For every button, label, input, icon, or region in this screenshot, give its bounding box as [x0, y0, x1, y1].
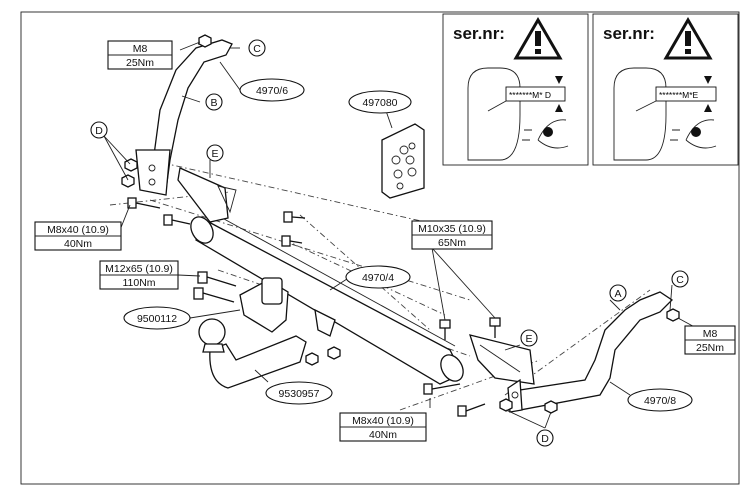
- crossbar-tube: [190, 213, 464, 385]
- bolt-m8x40-left: [127, 197, 161, 209]
- svg-text:A: A: [614, 288, 621, 300]
- svg-text:C: C: [676, 274, 684, 286]
- serial-plate: *******M*E: [635, 76, 717, 112]
- warning-heading: ser.nr:: [603, 24, 655, 43]
- svg-text:65Nm: 65Nm: [438, 237, 466, 249]
- bolt-m8x40-bottom-2: [457, 403, 486, 417]
- warning-heading: ser.nr:: [453, 24, 505, 43]
- svg-text:M8: M8: [133, 43, 148, 55]
- spec-box-m8x40-left: M8x40 (10.9) 40Nm: [34, 221, 122, 251]
- bolt-m10-2: [281, 235, 303, 247]
- electrical-kit-icon: [381, 123, 425, 199]
- eye-icon: [670, 119, 717, 149]
- warning-panel-1: ser.nr: *******M* D: [442, 13, 589, 166]
- part-label-ball-holder: 9500112: [123, 306, 191, 330]
- nut-towball-1: [305, 352, 319, 366]
- warning-panel-2: ser.nr: *******M*E: [592, 13, 739, 166]
- part-label-electrical-kit: 497080: [348, 90, 412, 114]
- svg-text:4970/4: 4970/4: [362, 272, 394, 284]
- nut-d-right-1: [499, 398, 513, 412]
- spec-box-m8-right: M8 25Nm: [684, 325, 736, 355]
- bolt-m10-4: [489, 317, 501, 338]
- spec-box-m10x35: M10x35 (10.9) 65Nm: [411, 220, 493, 250]
- svg-text:4970/6: 4970/6: [256, 85, 288, 97]
- callout-d-right: D: [536, 429, 554, 447]
- svg-text:M8x40 (10.9): M8x40 (10.9): [352, 415, 414, 427]
- svg-text:110Nm: 110Nm: [122, 277, 155, 289]
- svg-text:4970/8: 4970/8: [644, 395, 676, 407]
- svg-text:497080: 497080: [362, 97, 397, 109]
- svg-text:M8x40 (10.9): M8x40 (10.9): [47, 224, 109, 236]
- crossbar-left-plate: [177, 167, 237, 223]
- warning-triangle-icon: [513, 17, 563, 60]
- bolt-m10-3: [439, 319, 451, 340]
- svg-text:D: D: [95, 125, 103, 137]
- tow-ball: [198, 318, 307, 389]
- serial-plate: *******M* D: [487, 76, 566, 112]
- nut-d-right-2: [544, 400, 558, 414]
- spec-box-m8x40-bottom: M8x40 (10.9) 40Nm: [339, 412, 427, 442]
- serial-code: *******M* D: [509, 90, 551, 100]
- left-side-bracket: [135, 39, 233, 196]
- part-label-tow-ball: 9530957: [265, 381, 333, 405]
- bolt-m10-1: [283, 211, 306, 223]
- callout-e-right: E: [520, 329, 538, 347]
- svg-text:B: B: [210, 97, 217, 109]
- spec-box-m12x65: M12x65 (10.9) 110Nm: [99, 260, 179, 290]
- part-label-crossbar: 4970/4: [345, 265, 411, 289]
- ball-holder-plate: [239, 277, 336, 337]
- tow-ball-outline-icon: [467, 67, 521, 161]
- part-label-right-bracket: 4970/8: [627, 388, 693, 412]
- svg-text:M10x35 (10.9): M10x35 (10.9): [418, 223, 486, 235]
- svg-text:25Nm: 25Nm: [126, 57, 154, 69]
- svg-text:E: E: [525, 333, 532, 345]
- nut-c-right: [666, 308, 680, 322]
- nut-towball-2: [327, 346, 341, 360]
- nut-d-left-2: [121, 174, 135, 188]
- svg-text:9530957: 9530957: [279, 388, 320, 400]
- svg-text:E: E: [211, 148, 218, 160]
- svg-text:40Nm: 40Nm: [64, 238, 92, 250]
- diagram-frame: [20, 11, 740, 485]
- bolt-m12-2: [193, 287, 235, 303]
- callout-c-right: C: [671, 270, 689, 288]
- warning-triangle-icon: [663, 17, 713, 60]
- svg-text:C: C: [253, 43, 261, 55]
- svg-text:D: D: [541, 433, 549, 445]
- svg-text:M8: M8: [703, 328, 718, 340]
- svg-text:40Nm: 40Nm: [369, 429, 397, 441]
- spec-box-m8-top: M8 25Nm: [107, 40, 173, 70]
- callout-c-top: C: [248, 39, 266, 57]
- eye-icon: [522, 119, 569, 149]
- serial-code: *******M*E: [659, 90, 699, 100]
- svg-text:M12x65 (10.9): M12x65 (10.9): [105, 263, 173, 275]
- part-label-left-bracket: 4970/6: [239, 78, 305, 102]
- callout-b: B: [205, 93, 223, 111]
- callout-e-left: E: [206, 144, 224, 162]
- svg-text:25Nm: 25Nm: [696, 342, 724, 354]
- bolt-m8x40-bottom-1: [423, 383, 461, 395]
- bolt-m8x40-left-2: [163, 214, 191, 226]
- callout-a: A: [609, 284, 627, 302]
- bolt-m12-1: [197, 271, 237, 287]
- tow-ball-outline-icon: [613, 67, 667, 161]
- svg-text:9500112: 9500112: [137, 313, 177, 325]
- nut-c-left: [198, 34, 212, 48]
- crossbar-right-plate: [469, 334, 535, 385]
- callout-d-left: D: [90, 121, 108, 139]
